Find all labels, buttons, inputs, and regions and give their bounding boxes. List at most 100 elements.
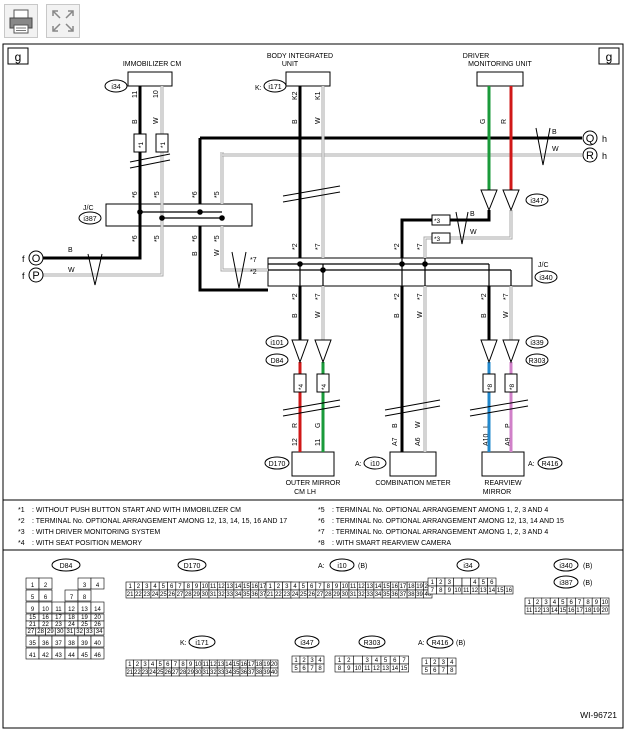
- immobilizer-box[interactable]: [127, 71, 173, 87]
- connector-i101-oval[interactable]: i101: [265, 335, 289, 349]
- i10-pin: 31: [350, 592, 357, 598]
- i171-pin: 12: [210, 662, 217, 668]
- d170-pin: 9: [195, 584, 199, 590]
- svg-text:: TERMINAL No. OPTIONAL ARRANG: : TERMINAL No. OPTIONAL ARRANGEMENT AMON…: [332, 529, 548, 536]
- svg-text:*6: *6: [132, 191, 139, 198]
- mirror-pin-11: 11: [315, 439, 322, 446]
- d170-pin: 8: [187, 584, 191, 590]
- connector-i347-oval[interactable]: i347: [525, 193, 549, 207]
- svg-text:*8: *8: [487, 383, 494, 390]
- d170-pin: 3: [145, 584, 149, 590]
- page-ref-right[interactable]: [598, 47, 620, 65]
- meter-box[interactable]: [389, 451, 437, 477]
- r303-pin: 2: [347, 658, 351, 664]
- i10-pin: 38: [408, 592, 415, 598]
- i340-pin: 3: [544, 600, 548, 606]
- i171-pin: 32: [210, 670, 217, 676]
- biu-box[interactable]: [285, 71, 331, 87]
- page-ref-left[interactable]: [7, 47, 29, 65]
- mirror-lh-box[interactable]: [291, 451, 335, 477]
- d84-pin: 24: [68, 622, 75, 628]
- connector-d170-oval[interactable]: D170: [264, 456, 290, 470]
- i340-pin: 15: [559, 608, 566, 614]
- connector-i171-oval[interactable]: i171: [263, 79, 287, 93]
- r303-pin: 5: [384, 658, 388, 664]
- i10-pin: 19: [416, 584, 423, 590]
- i10-pin-grid: 1234567891011121314151617181920212223242…: [265, 581, 433, 599]
- offpage-o[interactable]: f O: [22, 250, 44, 266]
- connector-i171-label: i171: [268, 84, 281, 91]
- imm-color-w: W: [153, 117, 160, 124]
- svg-text:*6: *6: [132, 235, 139, 242]
- svg-text:*4: *4: [298, 383, 305, 390]
- offpage-r[interactable]: R h: [582, 147, 607, 163]
- r416-pin: 8: [450, 668, 454, 674]
- expand-button[interactable]: [46, 4, 80, 38]
- print-button[interactable]: [4, 4, 38, 38]
- i10-pin: 13: [366, 584, 373, 590]
- connector-d170-label: D170: [269, 461, 286, 468]
- r416-face-oval: [426, 635, 454, 649]
- d84-pin: 11: [55, 607, 62, 613]
- i347-pin: 4: [318, 658, 322, 664]
- wire-star-labels: *6 *5 *6 *5 *6 *5 *6 *5 *2 *7 *2 *7 *7 *…: [132, 191, 510, 300]
- page-ref-right-label: g: [606, 50, 613, 64]
- i10-pin: 10: [342, 584, 349, 590]
- biu-title-1: BODY INTEGRATED: [267, 53, 333, 60]
- d84-pin: 13: [81, 607, 88, 613]
- i10-pin: 29: [333, 592, 340, 598]
- d170-face-oval: [177, 558, 207, 572]
- dmu-box[interactable]: [476, 71, 524, 87]
- connector-i34-oval[interactable]: i34: [104, 79, 128, 93]
- immobilizer-title: IMMOBILIZER CM: [123, 61, 182, 68]
- rear-pin-a10: A10: [483, 433, 490, 446]
- svg-text:B: B: [292, 313, 299, 318]
- connector-i340-oval[interactable]: i340: [534, 270, 558, 284]
- d84-pin: 18: [68, 615, 75, 621]
- r303-pin: 4: [375, 658, 379, 664]
- i10-face-suffix: (B): [358, 563, 367, 570]
- i347-pin: 3: [310, 658, 314, 664]
- i10-pin: 12: [358, 584, 365, 590]
- i171-pin: 29: [187, 670, 194, 676]
- d84-pin: 41: [29, 653, 36, 659]
- rear-mirror-box[interactable]: [481, 451, 525, 477]
- jc1-box[interactable]: [105, 203, 253, 227]
- i171-pin: 7: [174, 662, 178, 668]
- connector-d84-oval[interactable]: D84: [265, 353, 289, 367]
- connector-i10-oval[interactable]: i10: [363, 456, 387, 470]
- d170-pin: 30: [202, 592, 209, 598]
- connector-i347-label: i347: [530, 198, 543, 205]
- connector-r303-oval[interactable]: R303: [525, 353, 549, 367]
- offpage-p[interactable]: f P: [22, 267, 44, 283]
- svg-text:: WITH DRIVER MONITORING SYSTE: : WITH DRIVER MONITORING SYSTEM: [32, 529, 160, 536]
- d84-pin: 33: [86, 629, 93, 635]
- d170-pin: 24: [152, 592, 159, 598]
- svg-text:W: W: [503, 311, 510, 318]
- rear-mirror-prefix: A:: [528, 461, 535, 468]
- i171-pin: 17: [248, 662, 255, 668]
- i10-pin: 17: [400, 584, 407, 590]
- svg-text:*5: *5: [214, 235, 221, 242]
- expand-icon: [52, 10, 74, 32]
- connector-r416-oval[interactable]: R416: [537, 456, 563, 470]
- connector-i339-oval[interactable]: i339: [525, 335, 549, 349]
- i340-pin: 14: [551, 608, 558, 614]
- rear-mirror-title-1: REARVIEW: [484, 480, 522, 487]
- dmu-title-1: DRIVER: [463, 53, 489, 60]
- i10-pin: 40: [425, 592, 432, 598]
- svg-text:B: B: [470, 211, 475, 218]
- connector-d84-label: D84: [271, 358, 284, 365]
- offpage-q[interactable]: Q h: [582, 130, 607, 146]
- i171-pin: 24: [149, 670, 156, 676]
- d84-pin: 46: [94, 653, 101, 659]
- d84-pin: 35: [29, 641, 36, 647]
- i10-pin: 39: [416, 592, 423, 598]
- d170-pin: 6: [170, 584, 174, 590]
- mirror-pin-12: 12: [292, 438, 299, 446]
- connector-i387-oval[interactable]: i387: [78, 211, 102, 225]
